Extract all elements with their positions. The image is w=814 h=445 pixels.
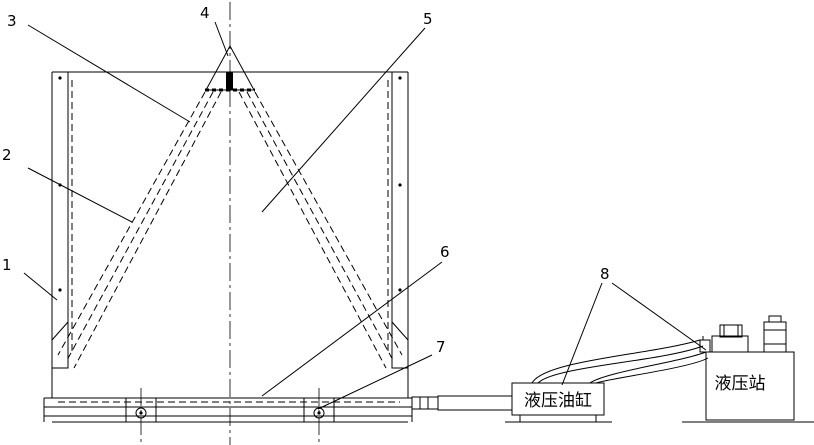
callout-labels: 3 2 1 4 5 6 7 8 xyxy=(2,4,610,356)
hydraulic-hoses xyxy=(531,339,709,384)
callout-4: 4 xyxy=(200,4,210,22)
callout-1: 1 xyxy=(2,256,12,274)
motor xyxy=(763,321,787,353)
spray-pattern-left xyxy=(57,91,222,369)
leader-lines xyxy=(23,21,707,410)
spray-nozzle xyxy=(205,44,255,92)
hydraulic-cylinder: 液压油缸 xyxy=(505,382,612,423)
pump-block xyxy=(711,335,749,353)
hydraulic-station-label: 液压站 xyxy=(715,374,766,394)
right-bracket xyxy=(391,320,409,369)
callout-3: 3 xyxy=(7,12,17,30)
callout-5: 5 xyxy=(423,10,433,28)
spray-pattern-right xyxy=(238,91,403,369)
callout-7: 7 xyxy=(436,338,446,356)
left-bracket xyxy=(51,320,69,369)
hydraulic-cylinder-label: 液压油缸 xyxy=(524,390,592,411)
piston-rod xyxy=(411,395,513,411)
callout-2: 2 xyxy=(2,146,12,164)
callout-8: 8 xyxy=(600,265,610,283)
callout-6: 6 xyxy=(440,243,450,261)
hydraulic-station: 液压站 xyxy=(682,315,814,423)
base-rail xyxy=(43,388,413,445)
main-frame xyxy=(51,71,409,398)
